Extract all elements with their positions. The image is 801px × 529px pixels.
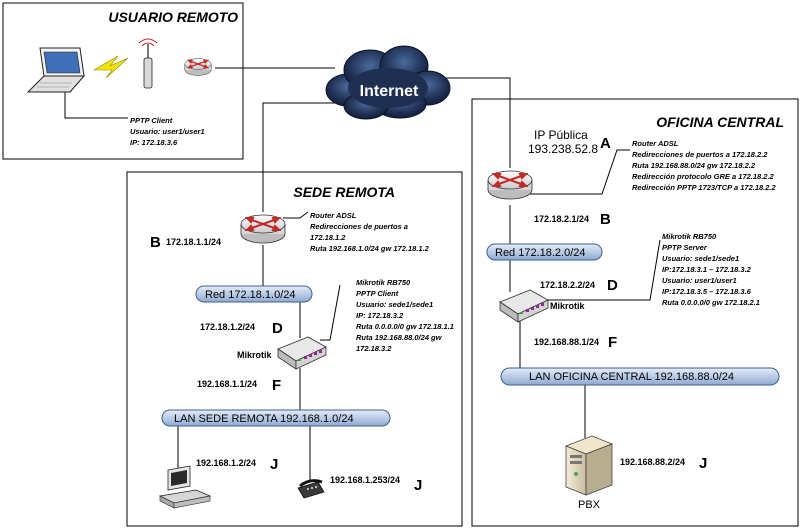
note-line: Usuario: user1/user1 [130,127,205,136]
note-line: Redirecciones de puertos a [310,222,408,231]
note-line: PPTP Client [356,289,399,298]
desktop-computer-icon [158,465,212,509]
ip-phone-icon [297,479,325,499]
letter-j: J [414,477,422,494]
note-line: Router ADSL [310,211,357,220]
remote-user-router-icon [184,57,212,77]
note-line: 172.18.3.2 [356,344,392,353]
note-line: Ruta 0.0.0.0/0 gw 172.18.1.1 [356,322,454,331]
note-line: Router ADSL [632,139,679,148]
note-line: 172.18.1.2 [310,233,346,242]
sede-mikrotik-wan-ip: 172.18.1.2/24 [200,322,255,332]
wire-internet-sede-router [262,102,345,212]
letter-j: J [270,456,278,473]
sede-router-lan-ip: 172.18.1.1/24 [166,237,221,247]
note-line: Redirecciones de puertos a 172.18.2.2 [632,150,768,159]
remote-user-notes: PPTP Client Usuario: user1/user1 IP: 172… [130,116,205,147]
sede-pc-ip: 192.168.1.2/24 [196,458,256,468]
wireless-signal-icon [92,55,129,79]
central-lan-bus-label: LAN OFICINA CENTRAL 192.168.88.0/24 [529,371,734,383]
letter-a: A [600,135,611,152]
internet-label: Internet [360,83,419,100]
letter-d: D [272,320,283,337]
pbx-label: PBX [578,499,601,511]
letter-b: B [600,211,611,228]
central-mikrotik-wan-ip: 172.18.2.2/24 [540,280,595,290]
wire-sede-router-callout [283,211,309,219]
letter-d: D [607,277,618,294]
wire-central-router-callout [530,149,630,195]
sede-lan-bus: LAN SEDE REMOTA 192.168.1.0/24 [161,409,391,427]
sede-phone-ip: 192.168.1.253/24 [330,475,400,485]
central-mikrotik-lan-ip: 192.168.88.1/24 [534,337,599,347]
note-line: IP: 172.18.3.6 [130,138,178,147]
note-line: Ruta 192.168.88.0/24 gw 172.18.2.2 [632,161,756,170]
letter-b: B [150,234,161,251]
note-line: Usuario: sede1/sede1 [356,300,433,309]
note-line: Redirección PPTP 1723/TCP a 172.18.2.2 [632,183,777,192]
pbx-ip: 192.168.88.2/24 [620,457,685,467]
central-lan-bus: LAN OFICINA CENTRAL 192.168.88.0/24 [500,367,780,386]
note-line: IP: 172.18.3.2 [356,311,404,320]
note-line: Redirección protocolo GRE a 172.18.2.2 [632,172,775,181]
wire-internet-central-router [420,77,511,168]
note-line: Usuario: sede1/sede1 [662,254,739,263]
sede-red-bus: Red 172.18.1.0/24 [195,285,313,303]
letter-f: F [272,377,281,394]
note-line: PPTP Server [662,243,708,252]
central-red-bus-label: Red 172.18.2.0/24 [495,247,586,259]
sede-red-bus-label: Red 172.18.1.0/24 [205,289,296,301]
note-line: Ruta 192.168.88.0/24 gw [356,333,443,342]
pbx-server-icon [564,435,614,496]
internet-cloud-icon: Internet [325,45,451,120]
central-mikrotik-label: Mikrotik [550,301,586,311]
sede-router-notes: Router ADSL Redirecciones de puertos a 1… [310,211,430,253]
note-line: Mikrotik RB750 [662,232,717,241]
letter-j: J [699,455,707,472]
letter-f: F [608,334,617,351]
central-red-bus: Red 172.18.2.0/24 [486,243,603,261]
central-router-lan-ip: 172.18.2.1/24 [534,214,589,224]
note-line: Usuario: user1/user1 [662,276,737,285]
ip-publica-label: IP Pública [534,128,588,142]
section-title-usuario-remoto: USUARIO REMOTO [108,9,238,25]
sede-mikrotik-lan-ip: 192.168.1.1/24 [197,379,257,389]
central-mikrotik-notes: Mikrotik RB750 PPTP Server Usuario: sede… [662,232,760,307]
central-router-icon [487,170,533,200]
laptop-icon [26,47,86,93]
note-line: IP:172.18.3.1 – 172.18.3.2 [662,265,752,274]
wire-central-mikrotik-callout [548,239,661,301]
note-line: PPTP Client [130,116,173,125]
wireless-access-point-icon [138,38,158,89]
sede-mikrotik-notes: Mikrotik RB750 PPTP Client Usuario: sede… [356,278,454,353]
wire-laptop-note [64,88,128,119]
sede-mikrotik-label: Mikrotik [237,350,273,360]
note-line: IP:172.18.3.5 – 172.18.3.6 [662,287,752,296]
note-line: Ruta 0.0.0.0/0 gw 172.18.2.1 [662,298,760,307]
wire-sede-mikrotik-callout [320,284,341,341]
sede-lan-bus-label: LAN SEDE REMOTA 192.168.1.0/24 [174,413,354,425]
sede-router-icon [240,214,286,244]
note-line: Ruta 192.168.1.0/24 gw 172.18.1.2 [310,244,430,253]
connection-lines [64,67,661,480]
section-title-sede-remota: SEDE REMOTA [293,184,395,200]
note-line: Mikrotik RB750 [356,278,411,287]
central-router-notes: Router ADSL Redirecciones de puertos a 1… [632,139,777,192]
section-title-oficina-central: OFICINA CENTRAL [656,114,784,130]
ip-publica-value: 193.238.52.8 [528,142,598,156]
